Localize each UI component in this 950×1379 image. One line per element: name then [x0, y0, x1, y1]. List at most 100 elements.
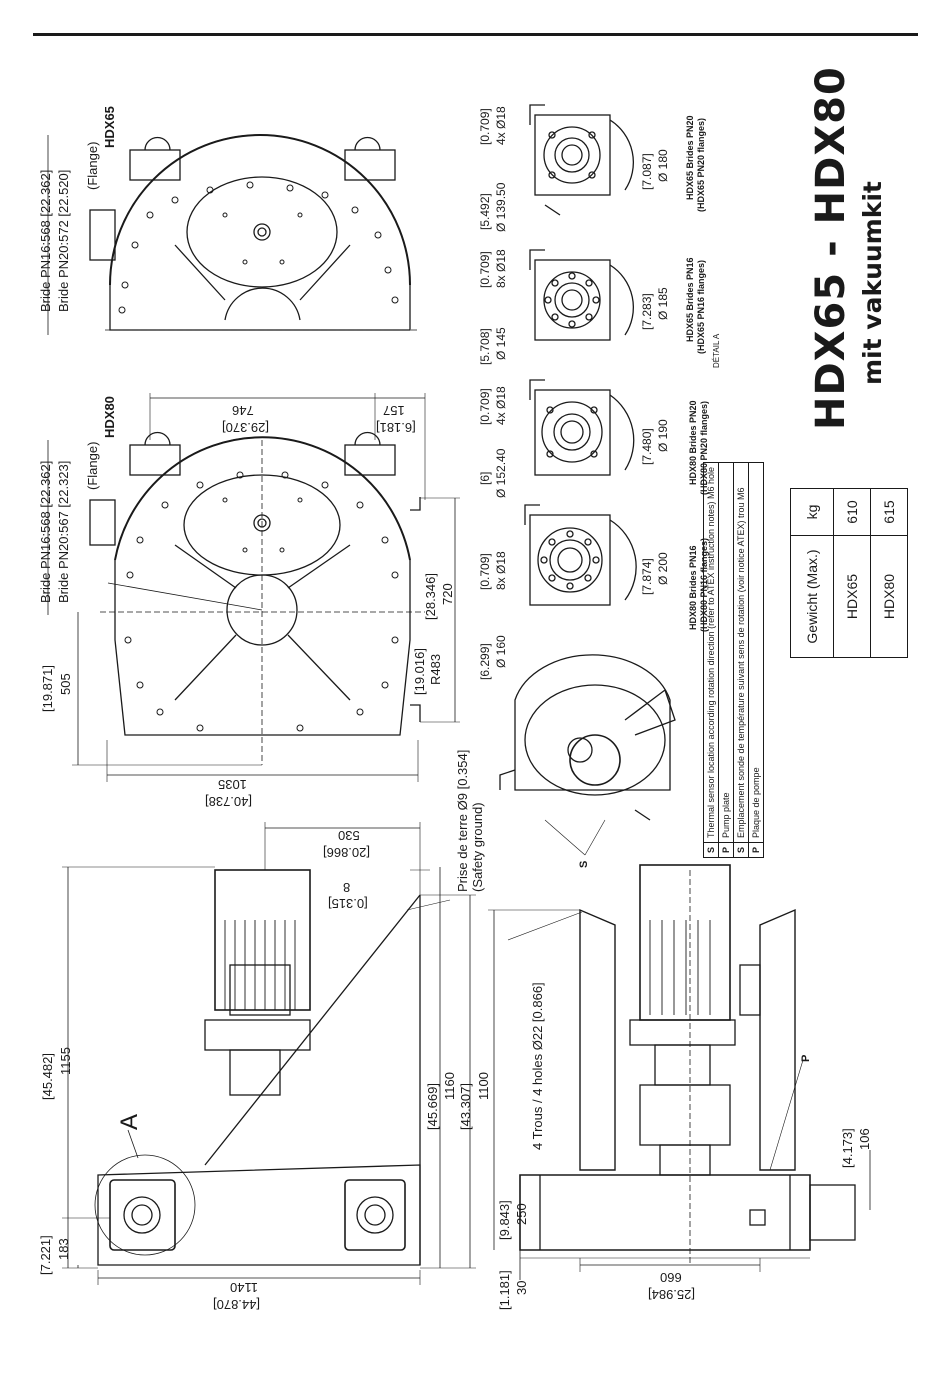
flange-3-od-in: [7.480] [640, 428, 654, 465]
flange-1-pcd: Ø 139.50 [494, 182, 508, 232]
dim-106: 106 [857, 1128, 872, 1150]
hdx80-pump-head-view [47, 135, 460, 782]
weight-header-label: Gewicht (Max.) [790, 535, 834, 658]
legend-symbol: S [703, 842, 719, 858]
detail-a-iso-view [499, 654, 676, 856]
flange-4-pcd-in: [6.299] [478, 643, 492, 680]
label-s: S [578, 860, 590, 868]
dim-660-in: [25.984] [648, 1287, 695, 1302]
flange-4-holes: 8x Ø18 [494, 551, 508, 590]
legend-symbol: S [733, 842, 749, 858]
front-view [488, 864, 871, 1280]
flange-3-pcd-in: [6] [478, 471, 492, 485]
dim-157: 157 [383, 403, 405, 418]
dim-1160: 1160 [442, 1072, 457, 1100]
hdx65-flange-note: (Flange) [85, 141, 100, 190]
weight-row-model: HDX65 [833, 535, 871, 658]
flange-3-caption: HDX80 Brides PN20 [688, 400, 698, 485]
dim-8-in: [0.315] [328, 896, 368, 911]
dim-r483-in: [19.016] [412, 648, 427, 695]
dim-1035-in: [40.738] [205, 794, 252, 809]
holes-note: 4 Trous / 4 holes Ø22 [0.866] [530, 982, 545, 1150]
legend-symbol: P [718, 842, 734, 858]
legend-text: Plaque de pompe [748, 462, 764, 843]
weight-row-value: 610 [833, 488, 871, 536]
flange-2-od: Ø 185 [656, 287, 670, 320]
dim-1160-in: [45.669] [425, 1083, 440, 1130]
flange-hdx80-pn20 [529, 379, 635, 476]
flange-views [524, 104, 637, 606]
dim-505: 505 [58, 673, 73, 695]
detail-a-marker: A [116, 1113, 143, 1130]
dim-530: 530 [338, 828, 360, 843]
dim-1155-in: [45.482] [40, 1053, 55, 1100]
dim-1100: 1100 [476, 1072, 491, 1100]
dim-250-in: [9.843] [497, 1200, 512, 1240]
legend-symbol: P [748, 842, 764, 858]
flange-1-holes-in: [0.709] [478, 108, 492, 145]
hdx65-pump-head-view [89, 134, 418, 331]
flange-1-caption-2: (HDX65 PN20 flanges) [696, 117, 706, 212]
dim-746-in: [29.370] [222, 420, 269, 435]
dim-1140-in: [44.870] [213, 1297, 260, 1312]
dim-157-in: [6.181] [376, 420, 416, 435]
dim-1100-in: [43.307] [458, 1083, 473, 1130]
side-view [62, 822, 476, 1285]
dim-505-in: [19.871] [40, 665, 55, 712]
flange-hdx65-pn16 [529, 249, 635, 341]
legend-table: S Thermal sensor location according rota… [703, 462, 764, 858]
legend-table-wrap: S Thermal sensor location according rota… [703, 462, 764, 858]
weight-table-wrap: Gewicht (Max.) kg HDX65 610 HDX80 615 [790, 488, 908, 658]
flange-hdx65-pn20 [529, 104, 635, 216]
flange-1-caption: HDX65 Brides PN20 [685, 115, 695, 200]
flange-3-pcd: Ø 152.40 [494, 448, 508, 498]
dim-r483: R483 [428, 653, 443, 685]
ground-note-en: (Safety ground) [470, 802, 485, 892]
flange-2-caption-2: (HDX65 PN16 flanges) [696, 259, 706, 354]
hdx65-bride-pn20-label: Bride PN20:572 [22.520] [56, 169, 71, 312]
weight-row-model: HDX80 [870, 535, 908, 658]
flange-4-od-in: [7.874] [640, 558, 654, 595]
dim-1035: 1035 [218, 777, 247, 792]
dim-250: 250 [514, 1203, 529, 1225]
flange-2-holes: 8x Ø18 [494, 249, 508, 288]
flange-hdx80-pn16 [524, 504, 637, 606]
flange-4-caption: HDX80 Brides PN16 [688, 545, 698, 630]
dim-183-in: [7.221] [38, 1235, 53, 1275]
dim-530-in: [20.866] [323, 845, 370, 860]
dim-30-in: [1.181] [497, 1270, 512, 1310]
dim-183: 183 [56, 1238, 71, 1260]
flange-4-pcd: Ø 160 [494, 635, 508, 668]
title-main: HDX65 - HDX80 [808, 66, 854, 430]
detail-a-caption: DÉTAIL A [712, 333, 721, 368]
flange-2-pcd: Ø 145 [494, 327, 508, 360]
weight-table: Gewicht (Max.) kg HDX65 610 HDX80 615 [790, 488, 908, 658]
label-p: P [800, 1054, 812, 1062]
flange-1-pcd-in: [5.492] [478, 193, 492, 230]
hdx80-model-label: HDX80 [102, 396, 117, 438]
legend-text: Emplacement sonde de température suivant… [733, 462, 749, 843]
flange-2-holes-in: [0.709] [478, 251, 492, 288]
hdx65-bride-pn16-label: Bride PN16:568 [22.362] [38, 169, 53, 312]
dim-106-in: [4.173] [840, 1128, 855, 1168]
hdx65-model-label: HDX65 [102, 106, 117, 148]
ground-note: Prise de terre Ø9 [0.354] [455, 749, 470, 892]
flange-1-holes: 4x Ø18 [494, 106, 508, 145]
legend-text: Pump plate [718, 462, 734, 843]
dim-720-in: [28.346] [423, 573, 438, 620]
top-rule [33, 33, 918, 36]
hdx80-flange-note: (Flange) [85, 441, 100, 490]
flange-2-caption: HDX65 Brides PN16 [685, 257, 695, 342]
flange-3-holes-in: [0.709] [478, 388, 492, 425]
weight-row-value: 615 [870, 488, 908, 536]
flange-1-od-in: [7.087] [640, 153, 654, 190]
dim-660: 660 [660, 1270, 682, 1285]
dim-1155: 1155 [58, 1047, 73, 1075]
flange-1-od: Ø 180 [656, 149, 670, 182]
weight-header-unit: kg [790, 488, 834, 536]
dim-1140: 1140 [230, 1280, 258, 1295]
flange-3-od: Ø 190 [656, 419, 670, 452]
dim-8: 8 [343, 880, 351, 895]
title-sub: mit vakuumkit [858, 181, 887, 385]
